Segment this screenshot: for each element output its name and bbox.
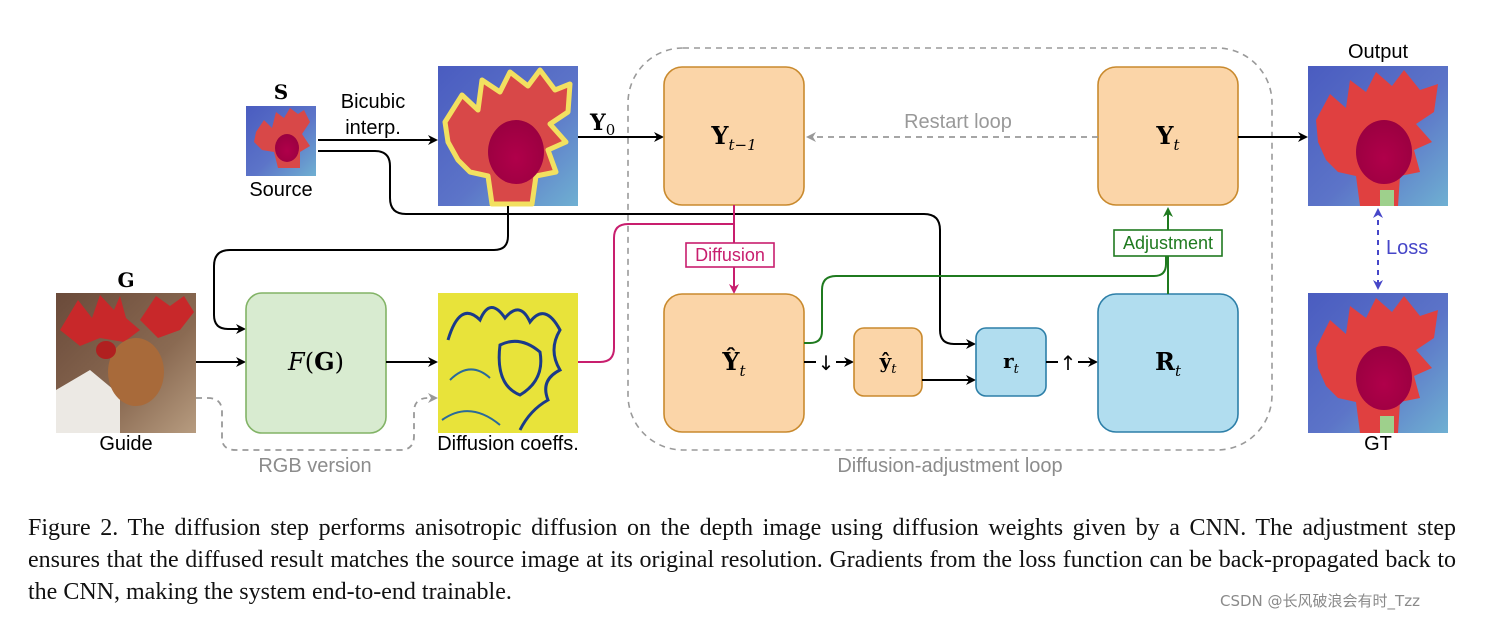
- diffusion-adjustment-loop-frame: [627, 47, 1273, 451]
- adjustment-tag: [1113, 229, 1223, 257]
- diffusion-coeffs-label: Diffusion coeffs.: [437, 433, 579, 455]
- diffusion-tag: [685, 242, 775, 268]
- loop-label: Diffusion-adjustment loop: [837, 455, 1062, 477]
- r-small-label: rt: [1003, 349, 1020, 377]
- diffusion-coeffs-image: [438, 293, 578, 433]
- upsampled-to-fg-connector: [213, 206, 509, 334]
- restart-loop-label: Restart loop: [904, 111, 1012, 133]
- bicubic-label-line1: Bicubic: [341, 91, 405, 113]
- source-to-rt-connector: [318, 150, 976, 349]
- source-title: S: [274, 80, 288, 104]
- watermark: CSDN @长风破浪会有时_Tzz: [1220, 592, 1420, 610]
- y-hat-small-label: ŷt: [879, 349, 898, 377]
- downsample-arrow-symbol: ↓: [818, 351, 835, 375]
- adjustment-path-from-yhat: [804, 256, 1167, 344]
- y-t-label: Yt: [1155, 121, 1180, 154]
- y-prev-label: Yt−1: [710, 121, 756, 154]
- diffusion-tag-label: Diffusion: [695, 245, 765, 265]
- upsampled-image: [438, 66, 578, 207]
- r-large-label: Rt: [1155, 347, 1182, 380]
- adjustment-tag-label: Adjustment: [1123, 233, 1213, 253]
- pipeline-diagram: Diffusion-adjustment loop S Source Bicub…: [56, 41, 1448, 477]
- y0-label: Y0: [589, 110, 615, 139]
- y-hat-small-box: [853, 327, 923, 397]
- guide-label: Guide: [99, 433, 152, 455]
- guide-image: [56, 293, 196, 433]
- source-image: [246, 106, 316, 176]
- coeffs-to-diffusion-connector: [578, 223, 734, 363]
- bicubic-label-line2: interp.: [345, 117, 401, 139]
- gt-label: GT: [1364, 433, 1392, 455]
- output-label: Output: [1348, 41, 1408, 63]
- output-image: [1308, 66, 1448, 206]
- rgb-version-label: RGB version: [258, 455, 371, 477]
- loss-label: Loss: [1386, 237, 1428, 259]
- upsample-arrow-symbol: ↑: [1060, 351, 1077, 375]
- gt-image: [1308, 293, 1448, 433]
- source-label: Source: [249, 179, 312, 201]
- rgb-version-connector: [196, 393, 438, 451]
- guide-title: G: [117, 268, 134, 292]
- cnn-box-label: F(G): [287, 347, 344, 376]
- y-hat-label: Ŷt: [721, 347, 746, 380]
- figure-caption: Figure 2. The diffusion step performs an…: [28, 515, 1456, 605]
